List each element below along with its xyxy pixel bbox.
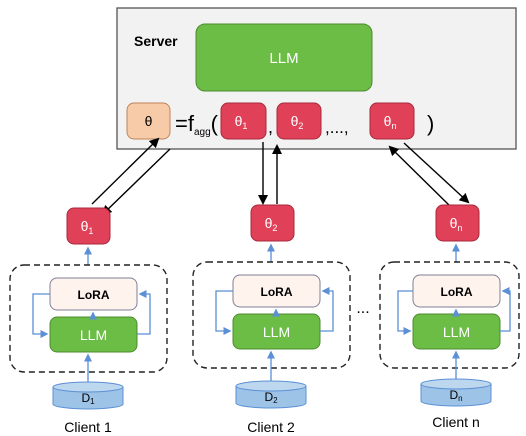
client-n-param-sub: n (457, 223, 462, 233)
server-param-1-sub: 1 (242, 121, 247, 131)
server-param-2-sub: 2 (298, 121, 303, 131)
server-llm-label: LLM (269, 50, 298, 67)
client-1-param-label: θ (81, 218, 89, 234)
client-1-dataset: D1 (52, 381, 124, 410)
client-2-param: θ2 (250, 204, 295, 242)
client-1-llm-label: LLM (80, 327, 107, 343)
client-2: θ2 LoRA LLM D2 Client 2 (192, 204, 351, 435)
server-panel: Server LLM θ =fagg( θ1 , θ2 ,..., θn ) (116, 7, 517, 150)
server-param-n-label: θ (384, 113, 392, 129)
server-param-1-label: θ (235, 113, 243, 129)
agg-subscript: agg (194, 127, 211, 138)
client-1-lora: LoRA (49, 277, 138, 311)
client-2-dataset: D2 (235, 380, 307, 409)
ellipsis-separator: ,..., (325, 118, 349, 137)
server-param-n-sub: n (391, 121, 396, 131)
server-param-1: θ1 (220, 102, 267, 140)
client-n-lora: LoRA (412, 274, 501, 308)
client-2-dataset-sub: 2 (273, 396, 278, 405)
client-n-dataset-label: D (449, 388, 458, 402)
client-1: θ1 LoRA LLM D1 Client 1 (9, 207, 168, 435)
client-n-param-label: θ (450, 215, 458, 231)
communication-arrows (91, 137, 470, 216)
svg-text:θ1: θ1 (235, 113, 248, 131)
client-n-llm-label: LLM (443, 324, 470, 340)
svg-text:θ2: θ2 (291, 113, 304, 131)
svg-text:θ2: θ2 (265, 215, 278, 233)
client-1-container (9, 264, 168, 373)
client-1-param-sub: 1 (88, 226, 93, 236)
arrow-upload-n (388, 145, 453, 209)
client-n-container (379, 261, 520, 369)
server-param-n: θn (369, 102, 415, 140)
client-1-llm: LLM (49, 316, 138, 353)
client-2-llm-label: LLM (263, 324, 290, 340)
global-theta-box: θ (126, 102, 171, 140)
client-1-name: Client 1 (64, 419, 112, 435)
client-2-param-label: θ (265, 215, 273, 231)
arrow-download-n (403, 142, 470, 204)
client-n-name: Client n (432, 414, 479, 430)
server-label: Server (134, 33, 178, 49)
svg-text:θn: θn (450, 215, 463, 233)
server-llm-block: LLM (195, 23, 373, 92)
open-paren: ( (211, 111, 219, 136)
client-n-dataset-sub: n (458, 394, 462, 403)
client-n-llm: LLM (412, 313, 501, 350)
svg-text:θn: θn (384, 113, 397, 131)
svg-text:θ1: θ1 (81, 218, 94, 236)
f-symbol: =f (175, 111, 195, 136)
comma-separator: , (268, 117, 273, 137)
client-n: θn LoRA LLM Dn Client n (379, 204, 520, 430)
client-2-lora-label: LoRA (261, 285, 293, 299)
client-2-dataset-label: D (264, 390, 273, 404)
client-2-param-sub: 2 (272, 223, 277, 233)
aggregation-function: =fagg( (175, 111, 219, 138)
client-n-dataset: Dn (420, 378, 492, 407)
client-1-dataset-sub: 1 (90, 397, 95, 406)
client-n-lora-label: LoRA (441, 285, 473, 299)
svg-text:D2: D2 (264, 390, 278, 405)
server-param-2: θ2 (276, 102, 322, 140)
global-theta-label: θ (145, 113, 153, 129)
arrow-upload-1 (91, 137, 160, 205)
client-1-dataset-label: D (81, 391, 90, 405)
client-2-llm: LLM (232, 313, 321, 350)
close-paren: ) (427, 111, 434, 136)
server-param-2-label: θ (291, 113, 299, 129)
client-2-name: Client 2 (247, 419, 295, 435)
client-2-lora: LoRA (232, 274, 321, 308)
client-1-lora-label: LoRA (78, 288, 110, 302)
client-n-param: θn (435, 204, 480, 242)
svg-text:Dn: Dn (449, 388, 462, 403)
clients-ellipsis: ... (356, 300, 369, 317)
client-1-param: θ1 (66, 207, 111, 245)
arrow-download-1 (101, 148, 171, 216)
svg-text:D1: D1 (81, 391, 95, 406)
